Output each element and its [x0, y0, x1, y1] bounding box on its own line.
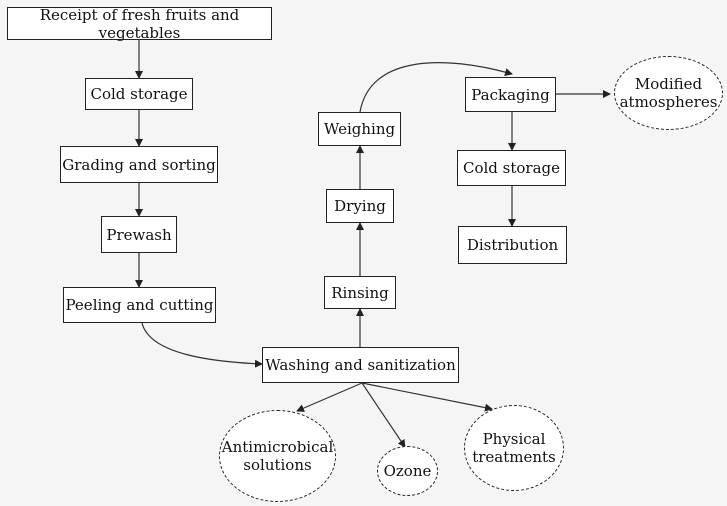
- arrow-weighing-to-packaging: [359, 62, 513, 113]
- arrow-washing-to-ozone: [361, 382, 406, 448]
- step-washing-sanitization: Washing and sanitization: [262, 347, 459, 383]
- arrow-washing-to-antimicrobial: [296, 382, 363, 412]
- step-weighing: Weighing: [318, 112, 401, 146]
- option-physical-treatments: Physical treatments: [464, 405, 564, 491]
- step-rinsing: Rinsing: [324, 276, 396, 309]
- step-packaging: Packaging: [465, 77, 556, 112]
- step-distribution: Distribution: [458, 226, 567, 264]
- step-prewash: Prewash: [101, 216, 177, 253]
- step-peeling-cutting: Peeling and cutting: [63, 287, 216, 323]
- step-cold-storage-2: Cold storage: [457, 150, 566, 186]
- option-modified-atmospheres: Modified atmospheres: [614, 56, 723, 130]
- step-receipt: Receipt of fresh fruits and vegetables: [7, 6, 272, 42]
- step-cold-storage-1: Cold storage: [85, 78, 193, 110]
- arrow-peeling-to-washing: [141, 322, 263, 368]
- step-grading-sorting: Grading and sorting: [60, 146, 218, 183]
- option-ozone: Ozone: [377, 446, 438, 496]
- step-drying: Drying: [326, 189, 394, 223]
- option-antimicrobial-solutions: Antimicrobical solutions: [219, 410, 336, 502]
- arrow-washing-to-physical: [361, 382, 493, 412]
